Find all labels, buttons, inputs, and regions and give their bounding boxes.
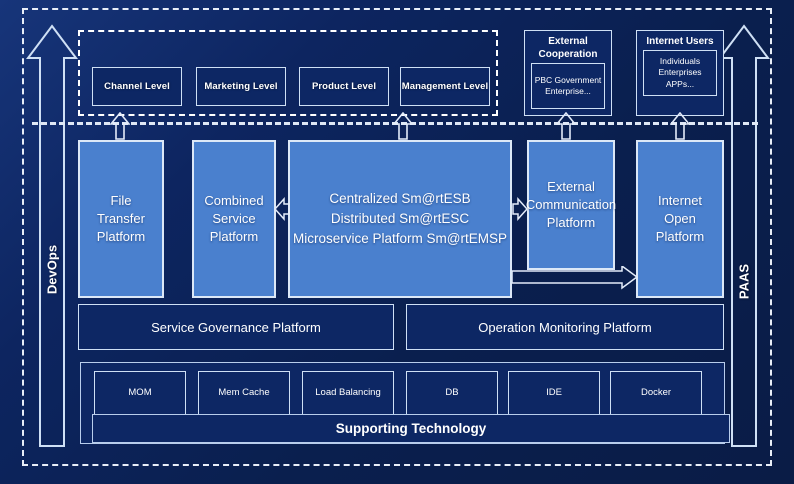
level-box-management[interactable]: Management Level (400, 67, 490, 106)
outer-boundary-frame (22, 8, 772, 466)
devops-arrow: DevOps (26, 24, 78, 448)
flow-arrow-up-channel (109, 111, 131, 140)
tech-box-docker[interactable]: Docker (610, 371, 702, 415)
internet-users-group[interactable]: Internet Users Individuals Enterprises A… (636, 30, 724, 116)
tech-box-mem-cache[interactable]: Mem Cache (198, 371, 290, 415)
bar-service-governance[interactable]: Service Governance Platform (78, 304, 394, 350)
paas-label: PAAS (736, 263, 752, 300)
platform-file-transfer[interactable]: File Transfer Platform (78, 140, 164, 298)
internet-users-inner: Individuals Enterprises APPs... (643, 50, 717, 96)
external-cooperation-inner: PBC Government Enterprise... (531, 63, 605, 109)
flow-arrow-right-esb-to-internet-open (511, 264, 639, 299)
devops-label: DevOps (44, 244, 60, 295)
tech-box-ide[interactable]: IDE (508, 371, 600, 415)
flow-arrow-up-internet (669, 111, 691, 140)
level-box-marketing[interactable]: Marketing Level (196, 67, 286, 106)
platform-esb-esc-emsp-label: Centralized Sm@rtESB Distributed Sm@rtES… (293, 191, 507, 246)
bar-operation-monitoring[interactable]: Operation Monitoring Platform (406, 304, 724, 350)
platform-file-transfer-label: File Transfer Platform (96, 193, 146, 244)
external-cooperation-group[interactable]: External Cooperation PBC Government Ente… (524, 30, 612, 116)
paas-arrow: PAAS (718, 24, 770, 448)
external-cooperation-title: External Cooperation (538, 36, 598, 60)
internet-users-title: Internet Users (646, 36, 714, 47)
platform-external-communication-label: External Communication Platform (525, 179, 617, 230)
flow-arrow-right-esb-to-external (512, 196, 529, 227)
tech-box-load-balancing[interactable]: Load Balancing (302, 371, 394, 415)
tech-box-db[interactable]: DB (406, 371, 498, 415)
platform-esb-esc-emsp[interactable]: Centralized Sm@rtESB Distributed Sm@rtES… (288, 140, 512, 298)
platform-internet-open[interactable]: Internet Open Platform (636, 140, 724, 298)
supporting-technology-bar: Supporting Technology (92, 414, 730, 443)
flow-arrow-up-external (555, 111, 577, 140)
level-box-channel[interactable]: Channel Level (92, 67, 182, 106)
flow-arrow-left-esb-to-combined (273, 196, 290, 227)
platform-combined-service-label: Combined Service Platform (204, 193, 264, 244)
flow-arrow-up-management (392, 111, 414, 140)
consumer-level-group (78, 30, 498, 116)
platform-combined-service[interactable]: Combined Service Platform (192, 140, 276, 298)
tech-box-mom[interactable]: MOM (94, 371, 186, 415)
platform-internet-open-label: Internet Open Platform (655, 193, 705, 244)
platform-external-communication[interactable]: External Communication Platform (525, 140, 617, 270)
level-box-product[interactable]: Product Level (299, 67, 389, 106)
